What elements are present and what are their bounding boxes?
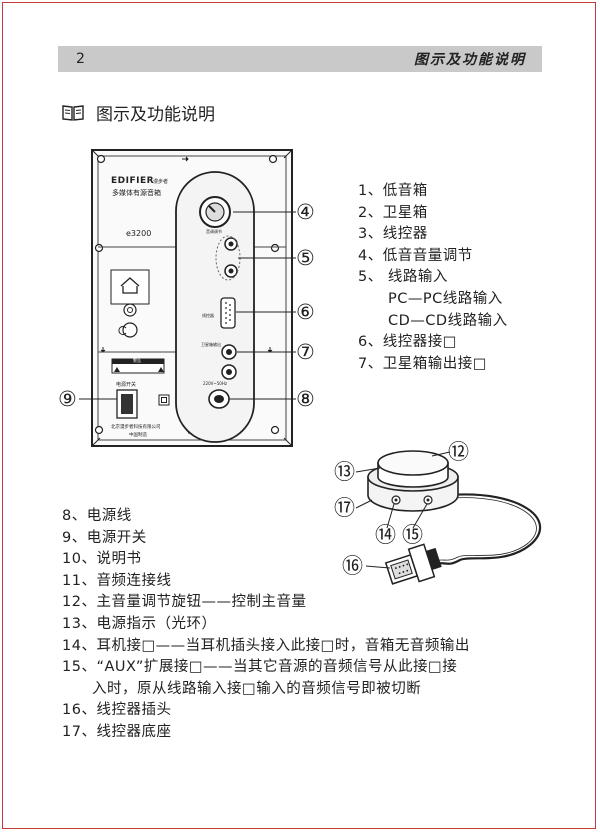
list-item: 6、线控器接□ xyxy=(358,334,457,351)
page-header: 2 图示及功能说明 xyxy=(58,46,542,72)
callout-9: ⑨ xyxy=(58,387,77,411)
list-item: 11、音频连接线 xyxy=(62,572,172,589)
ac-label: 220V~50Hz xyxy=(203,381,227,386)
list-item: 9、电源开关 xyxy=(62,529,147,546)
list-item-continuation: 入时，原从线路输入接□输入的音频信号即被切断 xyxy=(92,680,422,697)
list-item: 12、主音量调节旋钮——控制主音量 xyxy=(62,594,307,611)
jack-label: 卫星箱输出 xyxy=(201,342,221,347)
list-item: 16、线控器插头 xyxy=(62,702,172,719)
callout-15: ⑮ xyxy=(402,523,423,547)
list-item: 15、“AUX”扩展接□——当其它音源的音频信号从此接□接 xyxy=(62,659,458,676)
callout-13: ⑬ xyxy=(334,460,355,484)
callout-14: ⑭ xyxy=(375,523,396,547)
list-item: 13、电源指示（光环） xyxy=(62,615,217,632)
header-title: 图示及功能说明 xyxy=(414,52,526,68)
list-subitem: PC—PC线路输入 xyxy=(388,290,503,307)
list-item: 14、耳机接□——当耳机插头接入此接□时，音箱无音频输出 xyxy=(62,637,470,654)
parts-list-1: 1、低音箱 2、卫星箱 3、线控器 4、低音音量调节 5、 线路输入 PC—PC… xyxy=(358,181,508,375)
callout-16: ⑯ xyxy=(342,554,363,578)
section-heading: 图示及功能说明 xyxy=(62,100,215,125)
page-number: 2 xyxy=(76,51,85,67)
callout-17: ⑰ xyxy=(334,496,355,520)
panel-model: e3200 xyxy=(126,229,152,238)
list-item: 3、线控器 xyxy=(358,226,428,243)
panel-subtitle: 多媒体有源音箱 xyxy=(112,189,161,197)
power-label: 电源开关 xyxy=(116,382,137,388)
callout-6: ⑥ xyxy=(296,300,315,324)
list-item: 4、低音音量调节 xyxy=(358,247,473,264)
list-item: 5、 线路输入 xyxy=(358,269,448,286)
list-item: 2、卫星箱 xyxy=(358,204,428,221)
callout-12: ⑫ xyxy=(448,440,469,464)
callout-8: ⑧ xyxy=(296,387,315,411)
warning-header: 警告 xyxy=(133,358,141,363)
callout-5: ⑤ xyxy=(296,246,315,270)
callout-4: ④ xyxy=(296,200,315,224)
knob-label: 音调调节 xyxy=(206,229,222,234)
list-item: 8、电源线 xyxy=(62,508,132,524)
section-title: 图示及功能说明 xyxy=(96,105,215,125)
callout-7: ⑦ xyxy=(296,340,315,364)
list-item: 17、线控器底座 xyxy=(62,723,172,740)
list-item: 7、卫星箱输出接□ xyxy=(358,355,487,372)
line-label: 线控器 xyxy=(202,313,214,318)
parts-list-2: 8、电源线 9、电源开关 10、说明书 11、音频连接线 12、主音量调节旋钮—… xyxy=(62,506,470,744)
footer-made: 中国制造 xyxy=(129,433,147,438)
panel-brand-cn: 漫步者 xyxy=(153,179,169,185)
list-item: 1、低音箱 xyxy=(358,183,428,199)
open-book-icon xyxy=(62,104,84,121)
list-subitem: CD—CD线路输入 xyxy=(388,312,508,329)
footer-line: 北京漫步者科技有限公司 xyxy=(111,425,161,430)
panel-brand: EDIFIER xyxy=(111,176,155,186)
list-item: 10、说明书 xyxy=(62,551,142,568)
